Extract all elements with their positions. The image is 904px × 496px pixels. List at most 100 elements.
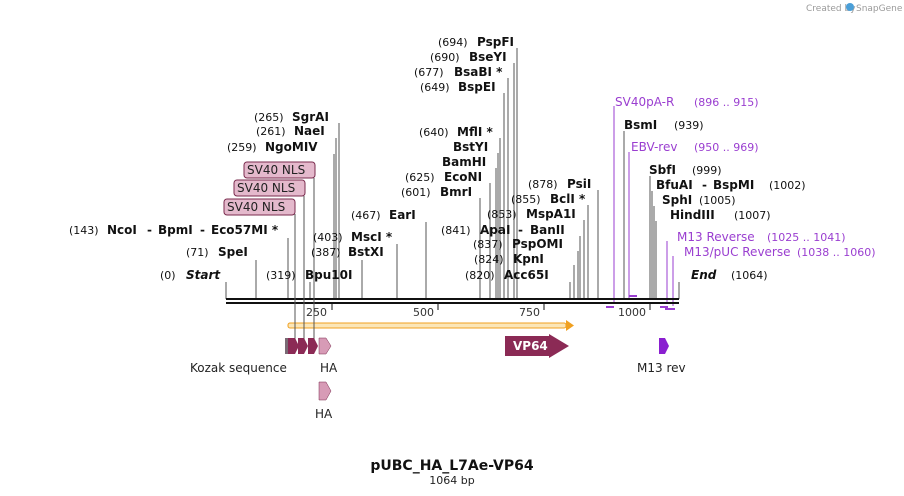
apai-pos: (841) [441,224,471,237]
bstyi-label: BstYI [453,140,488,154]
bmri-label: BmrI [440,185,472,199]
bsabi-label: BsaBI * [454,65,503,79]
psii-label: PsiI [567,177,591,191]
mfli-pos: (640) [419,126,449,139]
bsmi-pos: (939) [674,119,704,132]
nls-label-2: SV40 NLS [237,181,295,195]
bmri-pos: (601) [401,186,431,199]
naei-pos: (261) [256,125,286,138]
bpmi-label: BpmI [158,223,193,237]
sphi-label: SphI [662,193,692,207]
ha-feature-2 [318,381,332,401]
pspomi-label: PspOMI [512,237,563,251]
eari-pos: (467) [351,209,381,222]
map-title-block: pUBC_HA_L7Ae-VP64 1064 bp [370,458,534,487]
end-label: End [691,268,717,282]
plasmid-title: pUBC_HA_L7Ae-VP64 [370,458,534,474]
kozak-sequence-label: Kozak sequence [190,361,287,375]
backbone [226,298,679,304]
scale-label-250: 250 [306,306,327,319]
end-pos: (1064) [731,269,768,282]
feature-track: VP64 [285,334,669,401]
apai-sep: - [518,223,523,237]
m13-puc-reverse-primer-mark [665,308,675,310]
scale-label-1000: 1000 [618,306,646,319]
nls-label-1: SV40 NLS [247,163,305,177]
ebv-rev-range: (950 .. 969) [694,141,759,154]
nls-box-3 [223,198,296,216]
acc65i-label: Acc65I [504,268,549,282]
spei-pos: (71) [186,246,209,259]
psii-pos: (878) [528,178,558,191]
m13-reverse-range: (1025 .. 1041) [767,231,846,244]
hindiii-label: HindIII [670,208,715,222]
orf-arrow [287,320,574,331]
bstxi-pos: (387) [311,246,341,259]
ha-feature-1 [318,337,332,355]
scale-label-500: 500 [413,306,434,319]
bfuai-sep: - [702,178,707,192]
kozak-feature [285,338,290,354]
start-label: Start [186,268,221,282]
bfuai-label: BfuAI [656,178,693,192]
mfli-label: MflI * [457,125,493,139]
naei-label: NaeI [294,124,325,138]
snapgene-logo-icon [846,3,854,11]
vp64-label: VP64 [513,339,548,353]
sv40pa-r-range: (896 .. 915) [694,96,759,109]
nls3-feature [308,338,318,354]
sv40pa-r-label: SV40pA-R [615,95,674,109]
m13-puc-reverse-range: (1038 .. 1060) [797,246,876,259]
spei-label: SpeI [218,245,248,259]
bsmi-label: BsmI [624,118,657,132]
ha-label-1: HA [320,361,338,375]
m13-reverse-label: M13 Reverse [677,230,755,244]
ha-label-2: HA [315,407,333,421]
start-pos: (0) [160,269,176,282]
nls-label-3: SV40 NLS [227,200,285,214]
ncoi-sep-2: - [200,223,205,237]
bpu10i-label: Bpu10I [305,268,352,282]
nls-labels: SV40 NLS SV40 NLS SV40 NLS [223,161,316,216]
m13-rev-label: M13 rev [637,361,686,375]
m13rev-feature [659,338,669,354]
pspomi-pos: (837) [473,238,503,251]
bcli-pos: (855) [511,193,541,206]
site-labels: (0) Start (71) SpeI (143) NcoI - BpmI - … [69,35,806,282]
msci-pos: (403) [313,231,343,244]
eari-label: EarI [389,208,416,222]
scale-bar: 250 500 750 1000 [306,303,651,319]
bfuai-pos: (1002) [769,179,806,192]
vp64-feature [505,334,569,358]
bseyi-label: BseYI [469,50,507,64]
mspa1i-label: MspA1I [526,207,576,221]
ncoi-label: NcoI [107,223,137,237]
bcli-label: BclI * [550,192,586,206]
bamhi-label: BamHI [442,155,486,169]
ncoi-sep-1: - [147,223,152,237]
m13-reverse-primer-mark [660,306,668,308]
hindiii-pos: (1007) [734,209,771,222]
sbfi-pos: (999) [692,164,722,177]
bspmi-label: BspMI [713,178,754,192]
site-leader-lines [225,48,680,299]
apai-label: ApaI [480,223,510,237]
feature-labels: Kozak sequence HA HA M13 rev [190,361,686,421]
ncoi-pos: (143) [69,224,99,237]
primer-marks [606,295,675,310]
sgrai-label: SgrAI [292,110,329,124]
primer-leader-lines [613,106,674,306]
bpu10i-pos: (319) [266,269,296,282]
scale-label-750: 750 [519,306,540,319]
econi-label: EcoNI [444,170,482,184]
nls1-feature [288,338,299,354]
sbfi-label: SbfI [649,163,676,177]
created-by-text: Created by [806,4,856,14]
ebv-rev-label: EBV-rev [631,140,677,154]
eco57mi-label: Eco57MI * [211,223,279,237]
plasmid-length: 1064 bp [429,474,474,487]
banii-label: BanII [530,223,565,237]
m13-puc-reverse-label: M13/pUC Reverse [684,245,791,259]
econi-pos: (625) [405,171,435,184]
